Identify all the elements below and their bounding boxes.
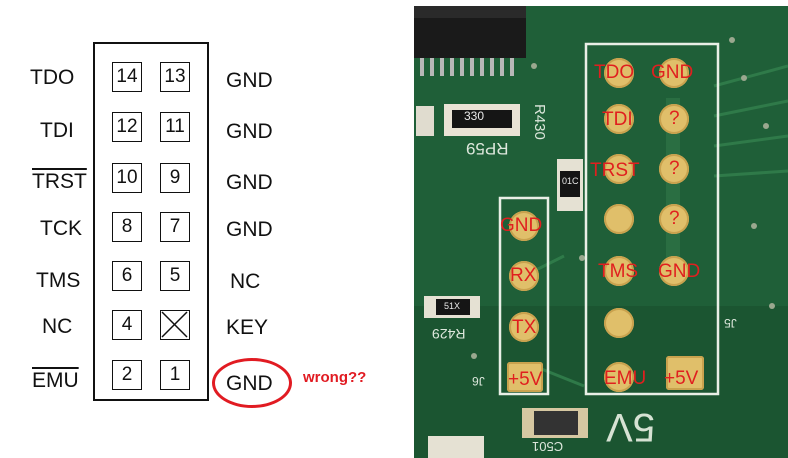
silk-rp59: RP59 <box>466 139 509 158</box>
j5-pad <box>659 154 689 184</box>
label-tms: TMS <box>36 269 81 292</box>
pin-10: 10 <box>112 163 142 193</box>
j5-pad <box>604 154 634 184</box>
silk-c501: C501 <box>532 439 564 454</box>
label-gnd-11: GND <box>226 120 273 143</box>
silk-r430: R430 <box>531 104 548 140</box>
j5-pad <box>604 308 634 338</box>
j6-pad <box>509 261 539 291</box>
j5-pad <box>604 362 634 392</box>
pin-1: 1 <box>160 360 190 390</box>
highlight-ellipse <box>212 358 292 408</box>
pin-9: 9 <box>160 163 190 193</box>
label-gnd-9: GND <box>226 171 273 194</box>
pin-4: 4 <box>112 310 142 340</box>
j5-label-gnd-mid: GND <box>658 261 701 282</box>
pin-11: 11 <box>160 112 190 142</box>
pcb-photo: TDO GND TDI ? TRST ? ? TMS GND EMU +5V G… <box>414 6 788 458</box>
j6-label-rx: RX <box>510 265 537 286</box>
j5-pad <box>659 58 689 88</box>
j5-pad <box>604 256 634 286</box>
silk-cap: 01C <box>562 176 579 186</box>
j5-label-tdi: TDI <box>602 109 633 130</box>
j5-label-tdo: TDO <box>594 62 635 83</box>
j6-label-gnd: GND <box>500 215 543 236</box>
j5-label-question-2: ? <box>669 158 680 179</box>
j5-pad <box>659 256 689 286</box>
pin-14: 14 <box>112 62 142 92</box>
label-key: KEY <box>226 316 269 339</box>
silk-r429: R429 <box>432 326 466 342</box>
j5-square-pad <box>666 356 704 390</box>
pcb-artwork <box>414 6 788 458</box>
j5-label-gnd-top: GND <box>651 62 694 83</box>
label-tdi: TDI <box>40 119 74 142</box>
silk-j6: J6 <box>472 374 485 388</box>
j6-square-pad <box>507 362 543 392</box>
wrong-annotation: wrong?? <box>303 369 367 386</box>
j5-pad <box>659 104 689 134</box>
label-trst: TRST <box>32 170 87 193</box>
j5-label-trst: TRST <box>590 160 640 181</box>
label-gnd-13: GND <box>226 69 273 92</box>
header-outline <box>93 42 209 401</box>
j5-pad <box>604 104 634 134</box>
j5-label-question-3: ? <box>669 208 680 229</box>
label-nc: NC <box>42 315 73 338</box>
label-tdo: TDO <box>30 66 75 89</box>
pin-5: 5 <box>160 261 190 291</box>
j5-label-tms: TMS <box>598 261 639 282</box>
key-pin-crossed-icon <box>160 310 190 340</box>
j6-label-plus5v: +5V <box>508 369 543 390</box>
j5-label-plus5v: +5V <box>664 368 699 389</box>
label-nc-5: NC <box>230 270 261 293</box>
label-tck: TCK <box>40 217 82 240</box>
silk-j5: J5 <box>724 316 737 330</box>
j5-label-emu: EMU <box>604 368 647 389</box>
pin-13: 13 <box>160 62 190 92</box>
label-gnd-7: GND <box>226 218 273 241</box>
pin-12: 12 <box>112 112 142 142</box>
jtag-pinout-diagram: TDO 14 13 GND TDI 12 11 GND TRST 10 9 GN… <box>30 42 367 408</box>
j6-label-tx: TX <box>512 317 537 338</box>
j5-pad <box>659 204 689 234</box>
label-emu: EMU <box>32 369 79 392</box>
pin-7: 7 <box>160 212 190 242</box>
j5-label-question-1: ? <box>669 108 680 129</box>
silk-r429-value: 51X <box>444 301 461 311</box>
pin-6: 6 <box>112 261 142 291</box>
silk-5v: 5V <box>606 405 655 449</box>
j6-pad <box>509 211 539 241</box>
pin-8: 8 <box>112 212 142 242</box>
j6-pad <box>509 312 539 342</box>
j5-pad <box>604 204 634 234</box>
j5-pad <box>604 58 634 88</box>
pin-2: 2 <box>112 360 142 390</box>
silk-rp59-value: 330 <box>464 109 485 123</box>
